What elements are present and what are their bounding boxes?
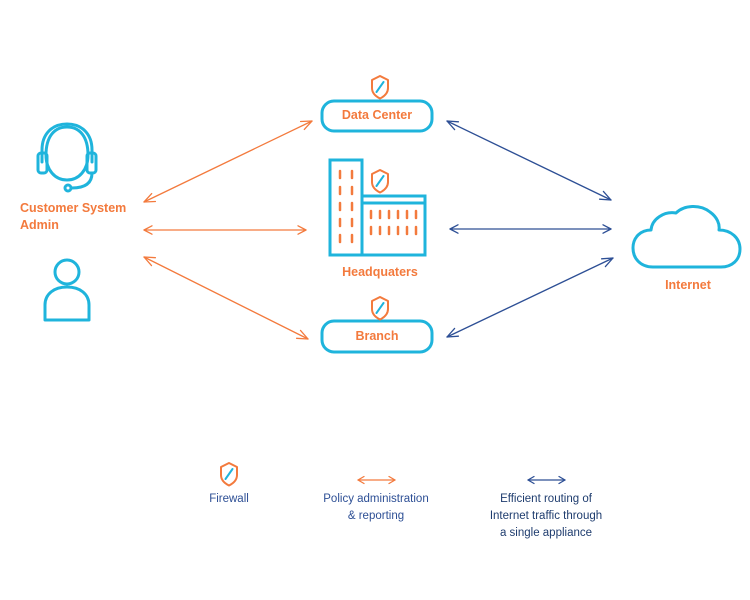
headquarters-label: Headquaters — [342, 265, 418, 279]
internet-label: Internet — [665, 278, 711, 292]
branch-node — [320, 319, 434, 354]
routing-arrow-branch-internet — [446, 257, 614, 338]
legend-routing-arrow — [527, 475, 566, 485]
admin-label-line1: Customer System — [20, 201, 127, 215]
legend-policy-arrow — [357, 475, 396, 485]
person-icon — [43, 258, 91, 322]
policy-arrow-admin-datacenter — [143, 120, 313, 203]
cloud-icon — [631, 205, 742, 269]
shield-icon — [371, 169, 389, 194]
routing-arrow-headquarters-internet — [449, 224, 612, 234]
shield-icon — [371, 296, 389, 321]
legend-routing-label: Efficient routing of Internet traffic th… — [489, 493, 603, 539]
routing-arrow-datacenter-internet — [446, 120, 612, 201]
branch-label: Branch — [355, 329, 399, 343]
shield-icon — [371, 75, 389, 100]
policy-arrow-admin-branch — [143, 256, 309, 340]
legend-firewall-label: Firewall — [209, 493, 249, 505]
data-center-node — [320, 99, 434, 133]
headset-person-icon — [36, 122, 98, 193]
admin-label-line2: Admin — [20, 218, 59, 232]
building-icon — [328, 158, 427, 257]
legend-firewall-icon — [220, 462, 238, 487]
legend-policy-label: Policy administration & reporting — [323, 493, 429, 522]
policy-arrow-admin-headquarters — [143, 225, 307, 235]
data-center-label: Data Center — [341, 108, 413, 122]
